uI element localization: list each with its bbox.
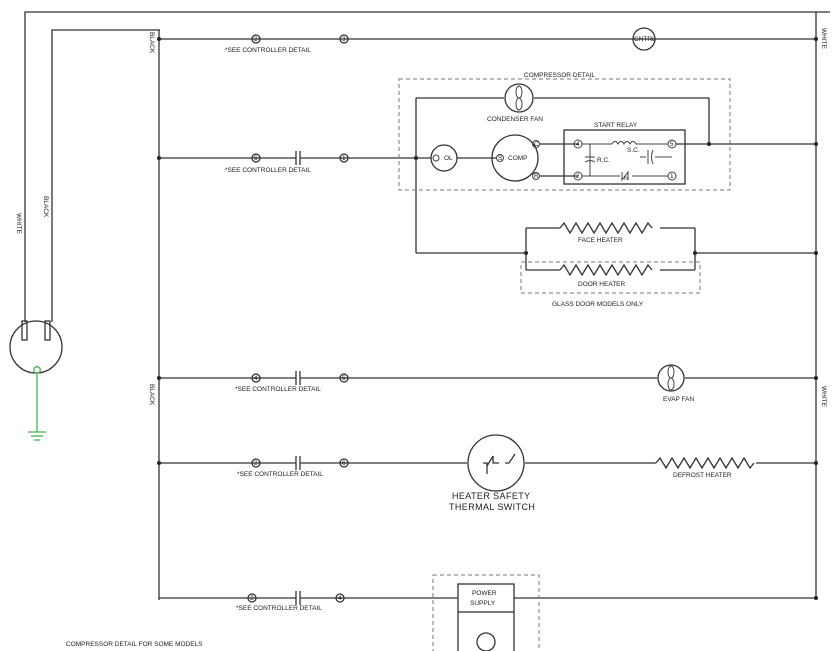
terminal-r5-a: 2 [250, 595, 254, 602]
see-controller-detail-1: *SEE CONTROLLER DETAIL [225, 47, 311, 54]
plug-white-label: WHITE [15, 213, 22, 235]
evap-fan-label: EVAP FAN [663, 396, 694, 403]
heater-safety-label-1: HEATER SAFETY [452, 491, 531, 501]
row-evap-fan: 4 5 *SEE CONTROLLER DETAIL EVAP FAN [157, 364, 818, 403]
condenser-fan-label: CONDENSER FAN [487, 116, 543, 123]
black-bus: BLACK BLACK [148, 30, 160, 600]
door-heater-label: DOOR HEATER [578, 281, 625, 288]
compressor-detail: COMPRESSOR DETAIL OL COMP S C R CONDENSE… [398, 72, 818, 191]
white-bus: WHITE WHITE [815, 12, 827, 600]
terminal-r2-a: 5 [254, 155, 258, 162]
relay-terminal-5: 5 [670, 141, 674, 148]
defrost-heater-label: DEFROST HEATER [673, 472, 732, 479]
white-bus-label-top: WHITE [820, 28, 827, 50]
terminal-r1-a: 2 [254, 36, 258, 43]
black-bus-label-mid: BLACK [148, 384, 155, 406]
terminal-r4-b: 6 [342, 460, 346, 467]
comp-terminal-c: C [534, 141, 539, 148]
plug-black-label: BLACK [42, 196, 49, 218]
comp-label: COMP [508, 155, 528, 162]
comp-terminal-s: S [498, 155, 503, 162]
power-plug: WHITE BLACK [9, 11, 830, 374]
see-controller-detail-5: *SEE CONTROLLER DETAIL [236, 605, 322, 612]
glass-door-models-label: GLASS DOOR MODELS ONLY [552, 301, 644, 308]
ol-label: OL [444, 155, 453, 162]
terminal-r5-b: 4 [338, 595, 342, 602]
comp-terminal-r: R [534, 173, 539, 180]
relay-terminal-1: 1 [670, 173, 674, 180]
black-bus-label-top: BLACK [148, 32, 155, 54]
heater-safety-label-2: THERMAL SWITCH [449, 502, 535, 512]
see-controller-detail-3: *SEE CONTROLLER DETAIL [235, 386, 321, 393]
terminal-r3-b: 5 [342, 375, 346, 382]
power-supply-label-2: SUPPLY [470, 600, 496, 607]
terminal-r1-b: 3 [342, 36, 346, 43]
terminal-r4-a: 2 [254, 460, 258, 467]
row-compressor: 5 1 *SEE CONTROLLER DETAIL [157, 151, 526, 254]
terminal-r3-a: 4 [254, 375, 258, 382]
relay-terminal-4: 4 [576, 141, 580, 148]
heaters-section: FACE HEATER DOOR HEATER GLASS DOOR MODEL… [520, 221, 818, 308]
start-relay-label: START RELAY [594, 122, 638, 129]
face-heater-label: FACE HEATER [578, 237, 623, 244]
row-controller: 2 3 *SEE CONTROLLER DETAIL CNTRL [157, 27, 818, 54]
see-controller-detail-4: *SEE CONTROLLER DETAIL [237, 471, 323, 478]
terminal-r2-b: 1 [342, 155, 346, 162]
cntrl-label: CNTRL [634, 36, 656, 43]
n-label: N [624, 175, 629, 182]
compressor-detail-label: COMPRESSOR DETAIL [524, 72, 595, 79]
power-supply-label-1: POWER [472, 590, 497, 597]
rc-label: R.C. [597, 157, 610, 164]
row-power-supply: 2 4 *SEE CONTROLLER DETAIL POWER SUPPLY … [66, 574, 818, 651]
see-controller-detail-2: *SEE CONTROLLER DETAIL [225, 167, 311, 174]
white-bus-label-mid: WHITE [820, 386, 827, 408]
ground-symbol [28, 366, 46, 441]
relay-terminal-2: 2 [576, 173, 580, 180]
sc-label: S.C. [627, 147, 640, 154]
row-defrost: 2 6 *SEE CONTROLLER DETAIL HEATER SAFETY… [157, 434, 818, 512]
footer-note: COMPRESSOR DETAIL FOR SOME MODELS [66, 641, 203, 648]
